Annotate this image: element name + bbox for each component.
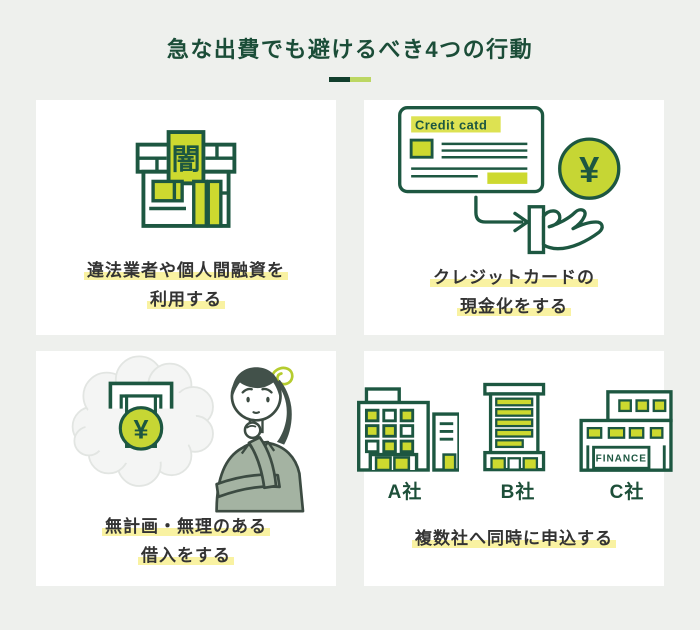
company-b-label: B社 bbox=[500, 482, 536, 504]
title-divider bbox=[329, 77, 371, 82]
company-b: B社 bbox=[483, 382, 553, 504]
woman-figure bbox=[215, 367, 305, 513]
yen-symbol: ¥ bbox=[133, 414, 148, 444]
three-company-buildings-icon: A社 bbox=[351, 382, 677, 504]
credit-card-icon-wrap: Credit catd ¥ bbox=[364, 100, 664, 264]
arrow-icon bbox=[474, 195, 524, 224]
yen-symbol: ¥ bbox=[579, 149, 599, 190]
building-c-icon: FINANCE bbox=[579, 390, 673, 472]
yami-storefront-icon: 闇 bbox=[135, 130, 237, 228]
card-label-text: Credit catd bbox=[415, 118, 487, 133]
thinking-woman-icon-wrap: ¥ bbox=[36, 351, 336, 513]
page-header: 急な出費でも避けるべき4つの行動 bbox=[0, 0, 700, 82]
caption-line: 現金化をする bbox=[457, 296, 571, 316]
card-label-highlight bbox=[411, 116, 501, 133]
caption-line: 無計画・無理のある bbox=[102, 517, 270, 536]
panel-illegal-lenders: 闇 違法業者や個人間融資を 利用する bbox=[36, 100, 336, 335]
thinking-woman-atm-icon: ¥ bbox=[71, 355, 305, 513]
company-a: A社 bbox=[351, 385, 459, 504]
illegal-lenders-icon-wrap: 闇 bbox=[36, 100, 336, 257]
unplanned-borrowing-caption: 無計画・無理のある 借入をする bbox=[102, 513, 270, 571]
caption-line: 借入をする bbox=[138, 545, 234, 565]
credit-card-cashing-caption: クレジットカードの 現金化をする bbox=[430, 264, 598, 322]
divider-light-segment bbox=[350, 77, 371, 82]
company-c-label: C社 bbox=[609, 482, 645, 504]
caption-line: 違法業者や個人間融資を bbox=[84, 261, 288, 281]
page-title: 急な出費でも避けるべき4つの行動 bbox=[166, 37, 534, 62]
yami-sign-text: 闇 bbox=[171, 144, 200, 176]
panel-credit-card-cashing: Credit catd ¥ クレジットカードの 現金化をする bbox=[364, 100, 664, 335]
credit-card-cash-hand-icon: Credit catd ¥ bbox=[398, 106, 621, 255]
panel-multiple-applications: A社 bbox=[357, 351, 673, 586]
multiple-applications-caption: 複数社へ同時に申込する bbox=[412, 525, 616, 554]
panel-unplanned-borrowing: ¥ bbox=[36, 351, 336, 586]
caption-line: 複数社へ同時に申込する bbox=[412, 529, 616, 549]
yen-coin-icon bbox=[558, 137, 621, 200]
finance-sign-text: FINANCE bbox=[596, 454, 647, 465]
company-c: FINANCE C社 bbox=[577, 388, 677, 504]
caption-line: クレジットカードの bbox=[430, 268, 598, 287]
building-b-icon bbox=[483, 382, 546, 472]
divider-dark-segment bbox=[329, 77, 350, 82]
yen-coin-icon bbox=[118, 406, 164, 451]
hand-icon bbox=[527, 205, 604, 255]
illegal-lenders-caption: 違法業者や個人間融資を 利用する bbox=[84, 257, 288, 315]
panel-grid: 闇 違法業者や個人間融資を 利用する Credit catd bbox=[36, 100, 673, 586]
atm-cash-icon: ¥ bbox=[108, 381, 174, 451]
company-a-label: A社 bbox=[387, 482, 423, 504]
buildings-icon-wrap: A社 bbox=[357, 351, 673, 525]
building-a-icon bbox=[357, 387, 459, 472]
caption-line: 利用する bbox=[147, 290, 225, 310]
